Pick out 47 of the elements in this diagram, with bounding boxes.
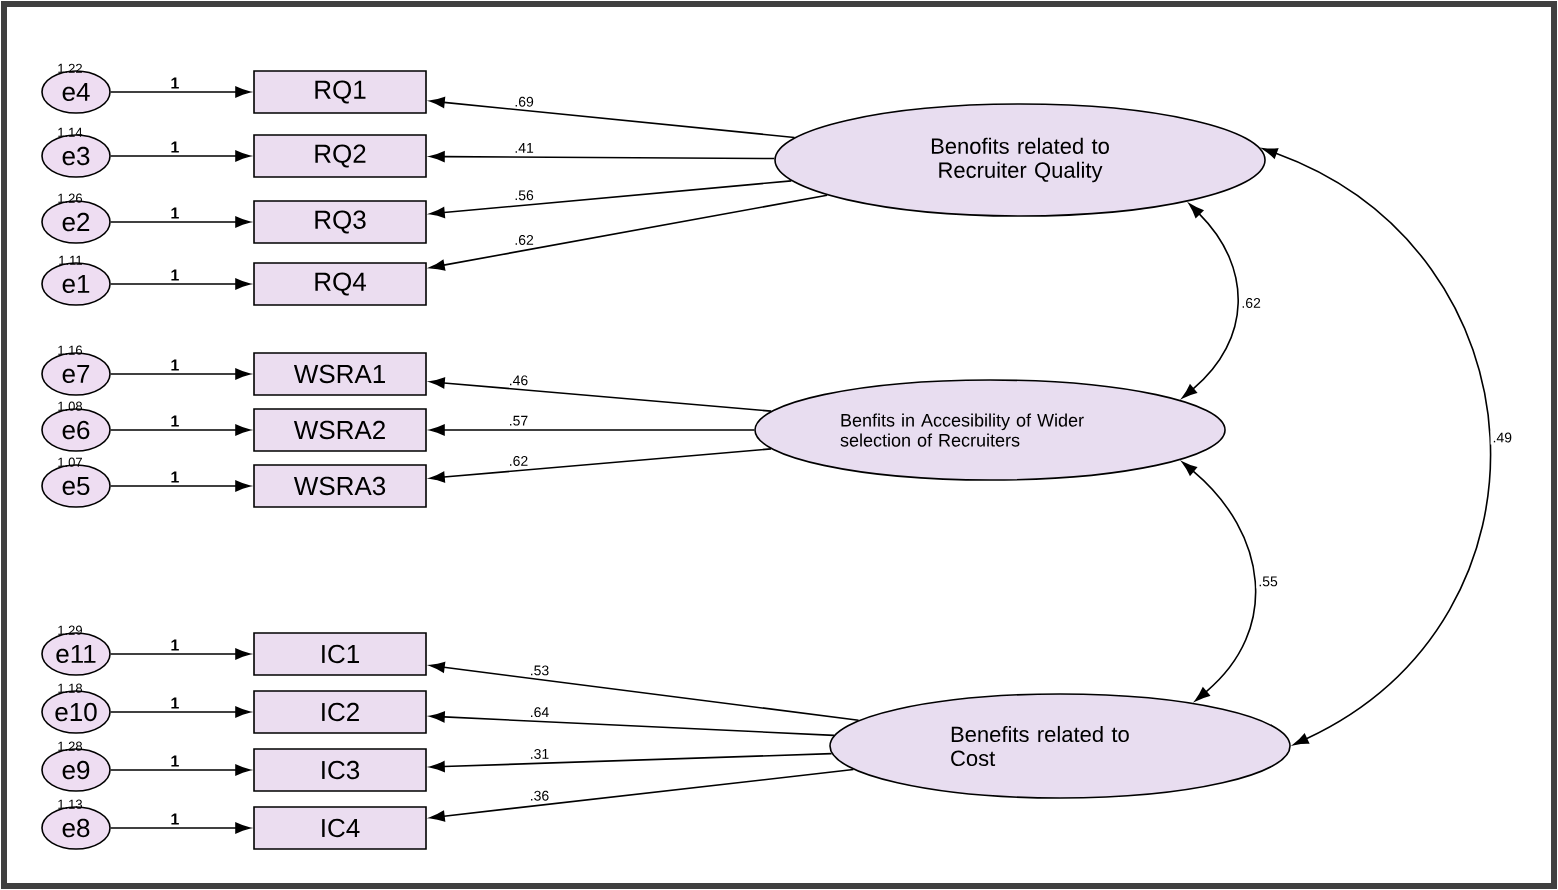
path-arrow: [110, 648, 251, 660]
path-arrow: [110, 424, 251, 436]
indicator-box: RQ1: [253, 70, 427, 114]
edge-label: 1: [169, 206, 181, 220]
loading-arrow: [429, 661, 860, 722]
path-arrow: [110, 764, 251, 776]
path-arrow: [110, 368, 251, 380]
edge-label: 1: [169, 140, 181, 154]
indicator-box: WSRA1: [253, 352, 427, 396]
loading-arrow: [429, 768, 855, 822]
loading-arrow: [429, 424, 755, 436]
loading-arrow: [429, 752, 833, 773]
loading-arrow: [429, 96, 796, 139]
edge-label: 1: [169, 754, 181, 768]
path-arrow: [110, 480, 251, 492]
loading-arrow: [429, 711, 835, 737]
covariance-arrow: [1262, 147, 1491, 746]
indicator-box: WSRA2: [253, 408, 427, 452]
loading-arrow: [429, 448, 772, 483]
edge-label: 1: [169, 268, 181, 282]
indicator-box: RQ4: [253, 262, 427, 306]
edge-label: 1: [169, 470, 181, 484]
indicator-box: WSRA3: [253, 464, 427, 508]
indicator-box: RQ2: [253, 134, 427, 178]
indicator-box: IC1: [253, 632, 427, 676]
path-arrow: [110, 150, 251, 162]
edge-label: 1: [169, 358, 181, 372]
path-arrow: [110, 278, 251, 290]
loading-arrow: [429, 377, 772, 412]
edge-label: 1: [169, 76, 181, 90]
covariance-arrow: [1182, 461, 1257, 702]
indicator-box: IC3: [253, 748, 427, 792]
covariance-arrow: [1182, 203, 1239, 399]
path-arrow: [110, 706, 251, 718]
indicator-box: IC4: [253, 806, 427, 850]
path-arrow: [110, 822, 251, 834]
path-arrow: [110, 216, 251, 228]
path-arrow: [110, 86, 251, 98]
indicator-box: IC2: [253, 690, 427, 734]
edge-label: 1: [169, 638, 181, 652]
loading-arrow: [429, 194, 828, 271]
edge-label: 1: [169, 812, 181, 826]
edge-label: 1: [169, 414, 181, 428]
loading-arrow: [429, 180, 793, 218]
edge-label: 1: [169, 696, 181, 710]
loading-arrow: [429, 151, 776, 163]
indicator-box: RQ3: [253, 200, 427, 244]
